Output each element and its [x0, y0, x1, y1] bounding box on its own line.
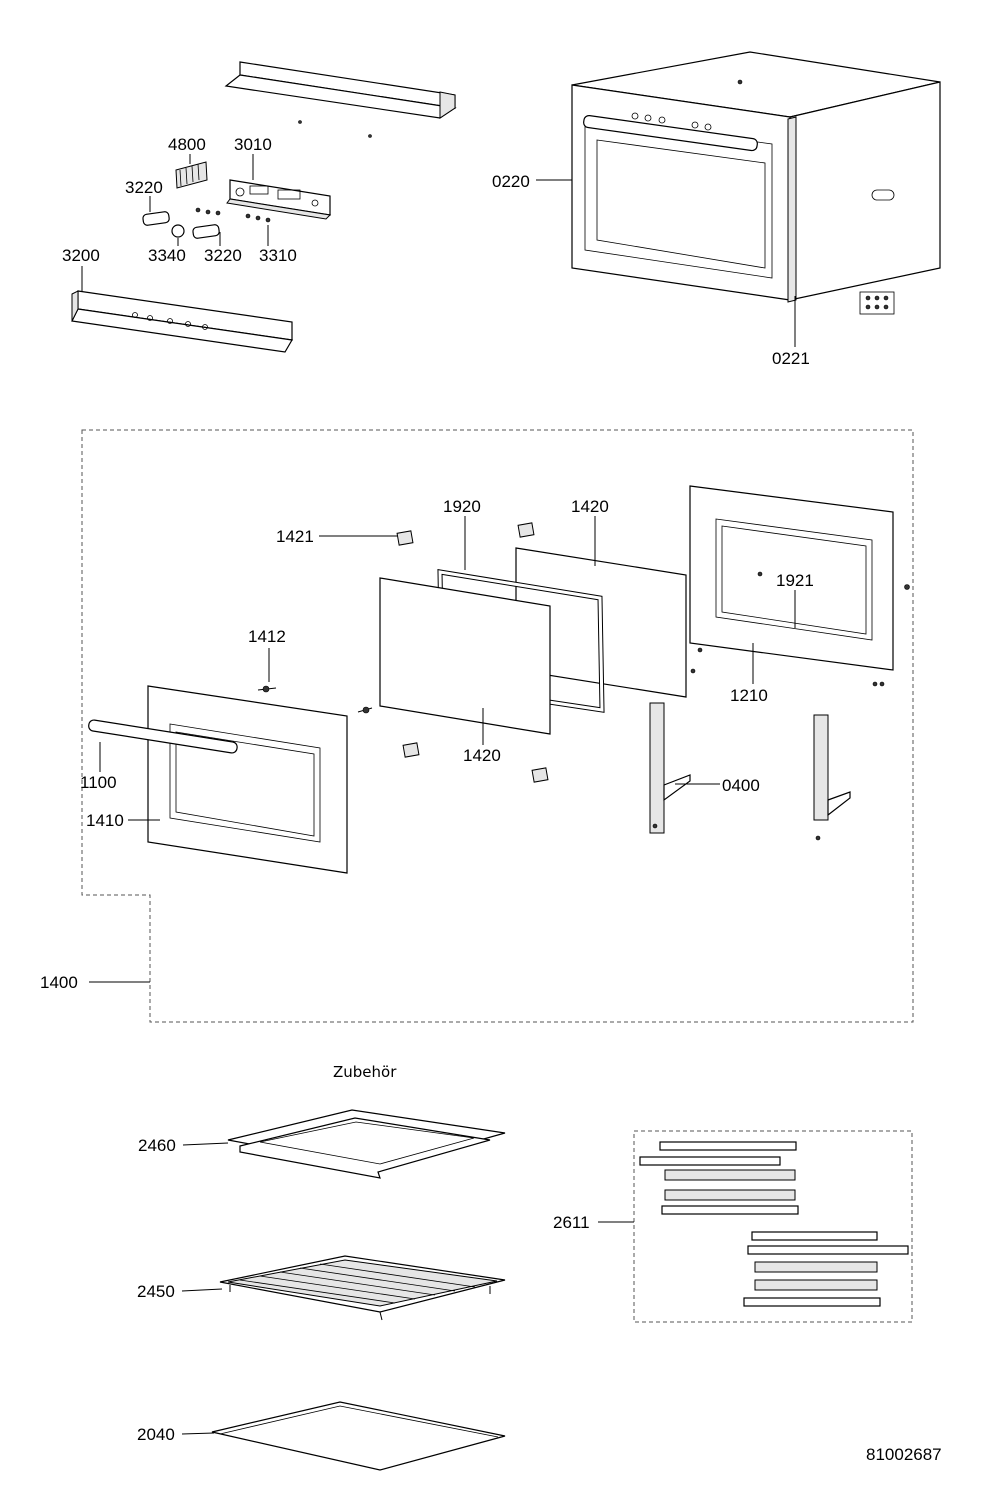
door-hinge-right [813, 714, 851, 841]
telescopic-rails-boundary [633, 1130, 913, 1323]
label-1400: 1400 [40, 973, 78, 992]
oven-side-trim [787, 116, 797, 303]
small-screws [195, 207, 271, 223]
label-1412: 1412 [248, 627, 286, 646]
accessories-title: Zubehör [333, 1063, 397, 1081]
ribbon-cable [175, 161, 208, 189]
leader-lines [81, 154, 796, 1435]
control-electronics-board [226, 179, 332, 220]
label-1421: 1421 [276, 527, 314, 546]
knob-sleeve-left [142, 211, 170, 226]
label-2460: 2460 [138, 1136, 176, 1155]
small-screws-door [690, 647, 885, 687]
label-1100: 1100 [80, 773, 117, 792]
label-0400: 0400 [722, 776, 760, 795]
top-mounting-rail [224, 61, 457, 138]
label-3010: 3010 [234, 135, 272, 154]
oven-housing [571, 51, 941, 301]
label-1210: 1210 [730, 686, 768, 705]
label-3220-left: 3220 [125, 178, 163, 197]
label-1420-top: 1420 [571, 497, 609, 516]
glass-panel-front [379, 577, 551, 735]
label-3220-right: 3220 [204, 246, 242, 265]
door-handle [88, 719, 238, 754]
label-1920: 1920 [443, 497, 481, 516]
flat-baking-sheet [211, 1401, 506, 1471]
label-3310: 3310 [259, 246, 297, 265]
label-2040: 2040 [137, 1425, 175, 1444]
outer-door [147, 685, 348, 874]
label-0220: 0220 [492, 172, 530, 191]
baking-tray-deep [227, 1109, 506, 1179]
door-hinge-left [649, 702, 691, 834]
door-assembly-boundary [81, 429, 914, 1023]
label-3200: 3200 [62, 246, 100, 265]
inner-door-frame [689, 485, 910, 671]
label-0221: 0221 [772, 349, 810, 368]
label-1410: 1410 [86, 811, 124, 830]
document-number: 81002687 [866, 1445, 942, 1464]
label-2450: 2450 [137, 1282, 175, 1301]
label-2611: 2611 [553, 1213, 590, 1232]
front-control-panel [71, 290, 293, 353]
label-4800: 4800 [168, 135, 206, 154]
telescopic-rails [639, 1141, 909, 1307]
glass-clips [396, 522, 549, 783]
wire-grill-rack [219, 1255, 506, 1321]
label-1921: 1921 [776, 571, 814, 590]
label-1420-bottom: 1420 [463, 746, 501, 765]
label-3340: 3340 [148, 246, 186, 265]
knob-sleeve-right [192, 224, 220, 239]
small-knob [171, 224, 185, 238]
screw-pack [859, 291, 895, 315]
hinge-screw [257, 685, 373, 714]
